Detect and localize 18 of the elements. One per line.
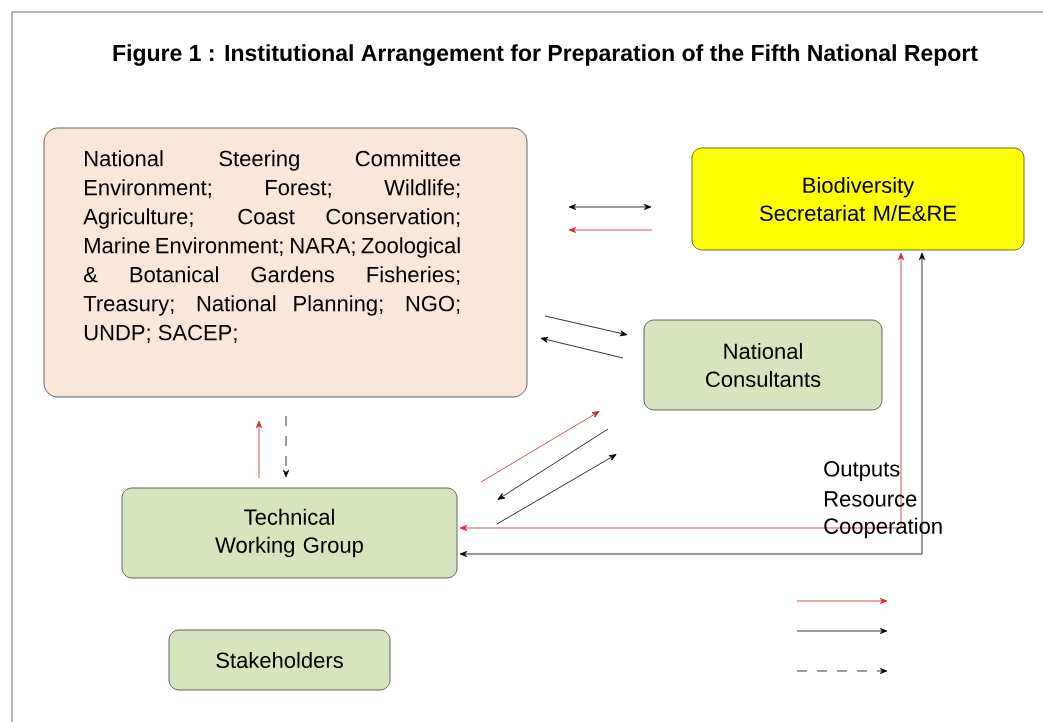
annotation-text: Outputs bbox=[824, 461, 900, 481]
arrow bbox=[480, 411, 600, 483]
arrow bbox=[568, 227, 653, 233]
secretariat-box: Biodiversity Secretariat M/E&RE bbox=[691, 147, 1025, 251]
committee-box: National Steering Committee Environment; Forest; Wildlife; Agriculture; Coast Conservation; Marine Environment; NARA; Zoological & Botanical Gardens Fisheries; Treasury; National Planning; NGO; UNDP; SACEP; bbox=[43, 127, 528, 398]
annotation-text: Resource bbox=[825, 491, 917, 507]
arrow bbox=[544, 315, 628, 337]
arrow bbox=[497, 428, 609, 500]
arrow bbox=[568, 204, 652, 210]
title: Figure 1 : Institutional Arrangement for Preparation of the Fifth National Report bbox=[113, 44, 978, 66]
working-group-box: Technical Working Group bbox=[121, 487, 458, 579]
stakeholders-box: Stakeholders bbox=[168, 629, 391, 691]
arrow bbox=[256, 420, 262, 479]
annotation-text: Cooperation bbox=[824, 517, 942, 539]
arrow bbox=[496, 454, 617, 525]
arrow bbox=[540, 336, 624, 359]
arrow bbox=[283, 415, 289, 478]
consultants-box: National Consultants bbox=[643, 319, 883, 411]
